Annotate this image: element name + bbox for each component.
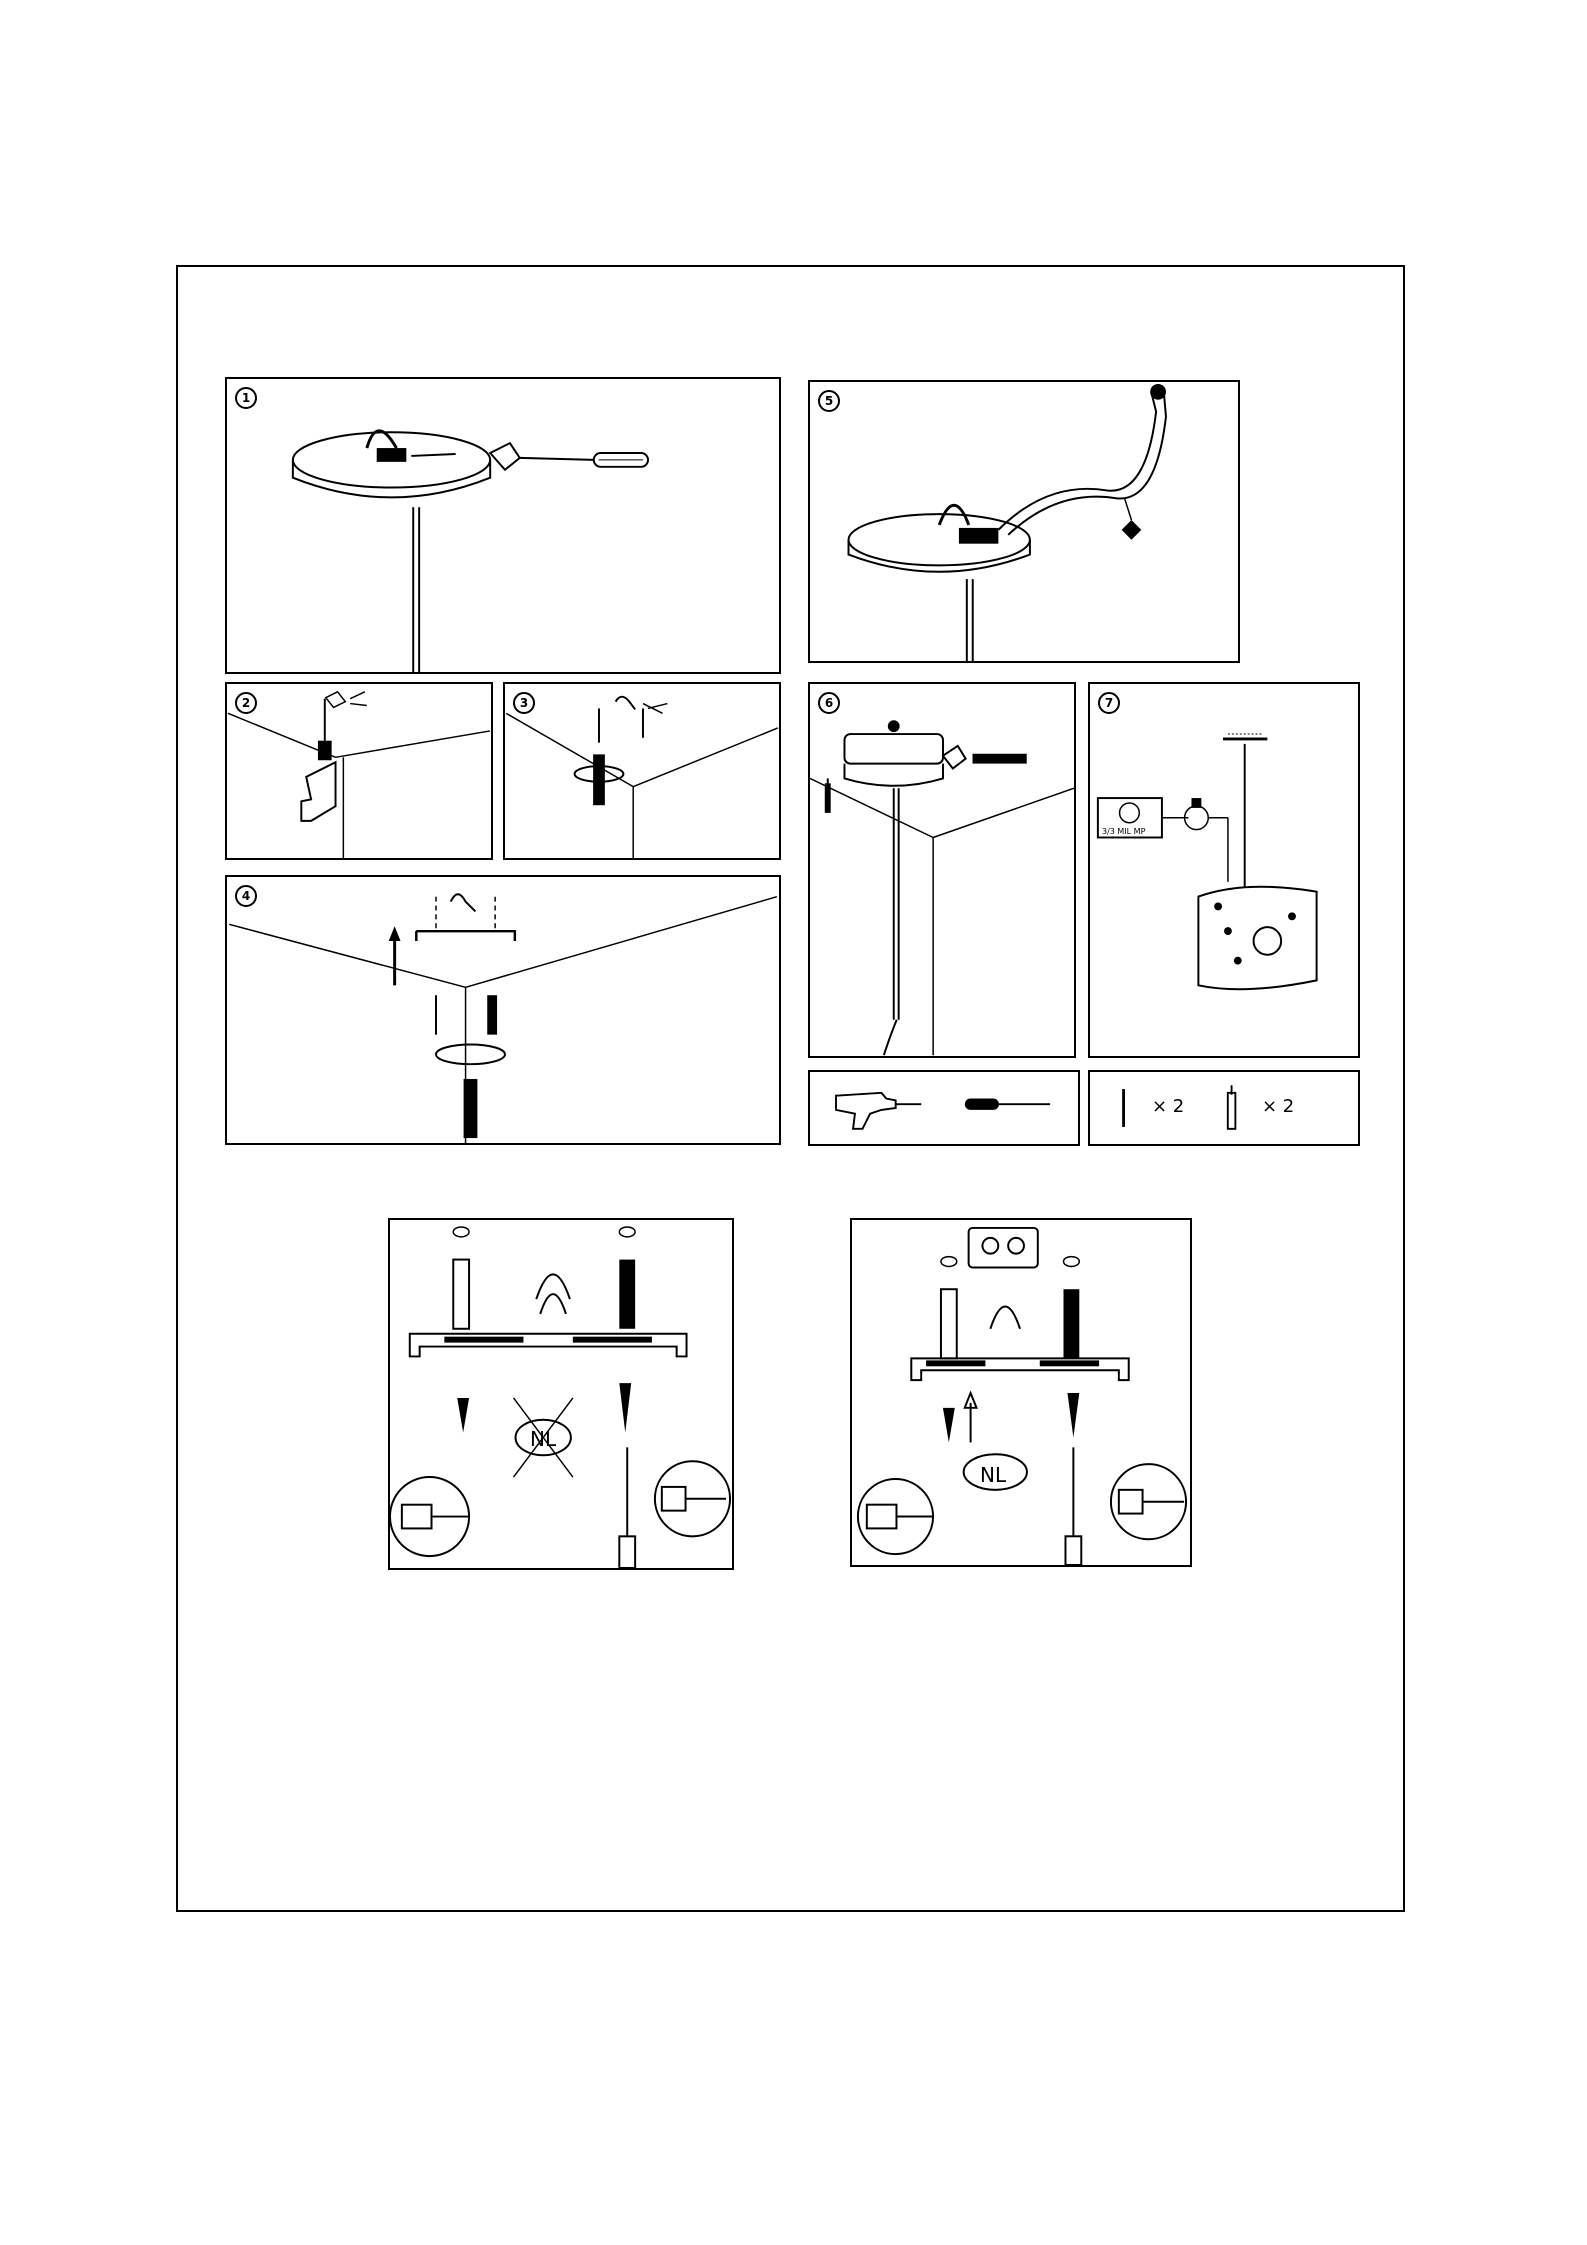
drill-icon: [836, 1093, 896, 1129]
ceiling-anchor-illustration: [505, 684, 779, 858]
ceiling-drill-illustration: [227, 684, 491, 858]
bracket-mounting-illustration: [227, 877, 779, 1143]
panel-parts: × 2 × 2: [1088, 1070, 1360, 1146]
tools-illustration: [810, 1072, 1078, 1144]
pendant-wiring-illustration: [1090, 684, 1358, 1056]
bracket-left-illustration: [390, 1220, 732, 1568]
bracket-left-label: NL: [530, 1427, 556, 1451]
bracket-right-illustration: [852, 1220, 1190, 1565]
parts-illustration: [1090, 1072, 1358, 1144]
anchor-icon: [1228, 1093, 1236, 1129]
canopy-screwdriver-illustration: [227, 379, 779, 672]
panel-tools: [808, 1070, 1080, 1146]
panel-step-1: 1: [225, 377, 781, 674]
panel-step-7: 7 3/3 MIL MP: [1088, 682, 1360, 1058]
panel-step-5: 5: [808, 380, 1240, 663]
panel-bracket-right: NL: [850, 1218, 1192, 1567]
bracket-right-label: NL: [980, 1463, 1006, 1487]
panel-step-2: 2: [225, 682, 493, 860]
terminal-block-icon: [969, 1228, 1038, 1268]
canopy-wiring-illustration: [810, 382, 1238, 661]
panel-step-4: 4: [225, 875, 781, 1145]
canopy-fixing-illustration: [810, 684, 1074, 1056]
screwdriver-icon: [965, 1099, 999, 1110]
anchor-quantity: × 2: [1262, 1096, 1294, 1117]
panel-bracket-left: NL: [388, 1218, 734, 1570]
screw-quantity: × 2: [1152, 1096, 1184, 1117]
panel-step-6: 6: [808, 682, 1076, 1058]
wiring-box-label: 3/3 MIL MP: [1102, 827, 1145, 836]
panel-step-3: 3: [503, 682, 781, 860]
